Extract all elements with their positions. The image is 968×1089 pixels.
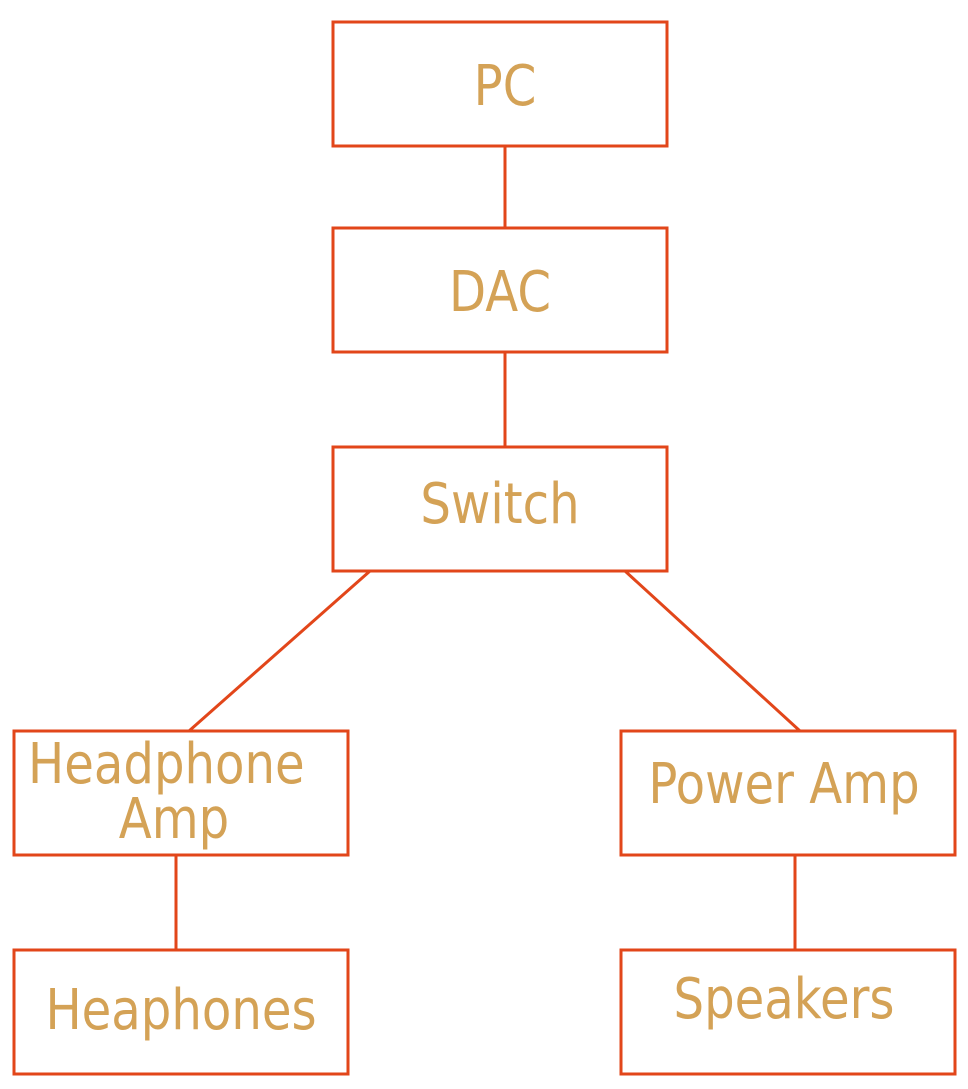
node-box (331, 445, 669, 573)
node-label: DAC (449, 261, 551, 325)
node-box (331, 20, 669, 148)
node-headphones: Heaphones (12, 948, 350, 1076)
node-label: Headphone Amp (28, 733, 320, 852)
node-box (12, 729, 350, 857)
node-label: Power Amp (648, 753, 919, 817)
node-label: Switch (420, 473, 579, 537)
node-box (12, 948, 350, 1076)
node-dac: DAC (331, 226, 669, 354)
node-box (331, 226, 669, 354)
connector-lines (174, 146, 802, 950)
node-switch: Switch (331, 445, 669, 573)
node-label: Heaphones (45, 979, 316, 1043)
node-pc: PC (331, 20, 669, 148)
edge-switch-headphone-amp (188, 569, 371, 733)
node-box (619, 948, 957, 1076)
node-headphone-amp: Headphone Amp (12, 729, 350, 857)
edge-switch-power-amp (623, 569, 802, 733)
node-box (619, 729, 957, 857)
node-speakers: Speakers (619, 948, 957, 1076)
node-label: Speakers (674, 968, 895, 1032)
node-power-amp: Power Amp (619, 729, 957, 857)
node-label: PC (474, 55, 537, 119)
